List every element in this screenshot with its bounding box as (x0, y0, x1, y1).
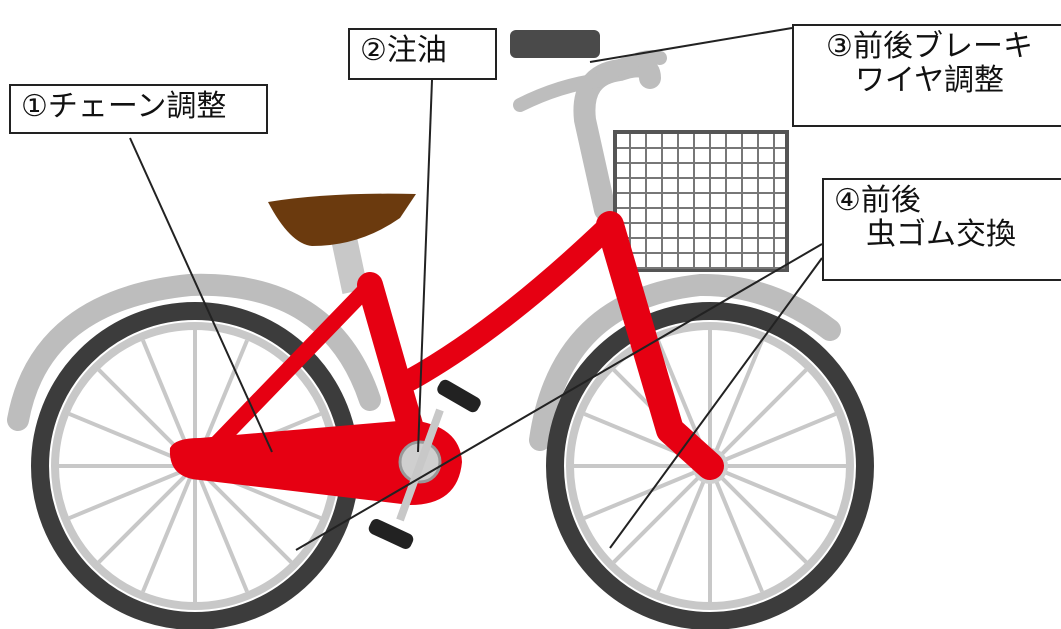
pedal-upper (437, 379, 481, 413)
spoke (708, 465, 764, 593)
leader-valve-front (609, 257, 823, 549)
label-oiling: ②注油 (348, 28, 497, 80)
spoke (68, 464, 196, 520)
label-brake-line2: ワイヤ調整 (854, 63, 1005, 98)
leader-chain (129, 137, 273, 453)
spoke (708, 339, 764, 467)
front-wheel (546, 302, 874, 629)
spoke (709, 464, 837, 520)
spoke (141, 465, 197, 593)
label-chain-adjustment: ①チェーン調整 (9, 84, 268, 134)
spoke (708, 464, 808, 564)
spoke (193, 464, 293, 564)
spoke (612, 464, 712, 564)
leader-valve-rear (295, 243, 823, 551)
spoke (97, 464, 197, 564)
pedal-lower (368, 519, 414, 549)
leader-lines (129, 27, 823, 551)
spoke (583, 464, 711, 520)
spoke (656, 465, 712, 593)
leader-brake (589, 27, 793, 63)
label-brake-line1: ③前後ブレーキ (826, 29, 1033, 64)
label-oil-text: ②注油 (360, 33, 447, 68)
label-valve-line1: ④前後 (834, 183, 921, 218)
front-fender (529, 273, 841, 451)
label-chain-text: ①チェーン調整 (21, 89, 227, 124)
crank-arm (396, 408, 444, 522)
handlebar (513, 50, 667, 112)
label-brake-wire-adjustment: ③前後ブレーキ ワイヤ調整 (792, 24, 1061, 127)
label-valve-line2: 虫ゴム交換 (866, 217, 1016, 252)
spoke (193, 465, 249, 593)
basket (613, 130, 789, 272)
handle-grip (510, 30, 600, 58)
label-valve-rubber-replacement: ④前後 虫ゴム交換 (822, 178, 1061, 281)
spoke (708, 368, 808, 468)
seat-post (330, 229, 368, 295)
chain-guard (169, 420, 462, 505)
saddle (268, 193, 416, 246)
rear-fender (7, 273, 381, 431)
leader-oil (417, 79, 433, 453)
spoke (709, 412, 837, 468)
